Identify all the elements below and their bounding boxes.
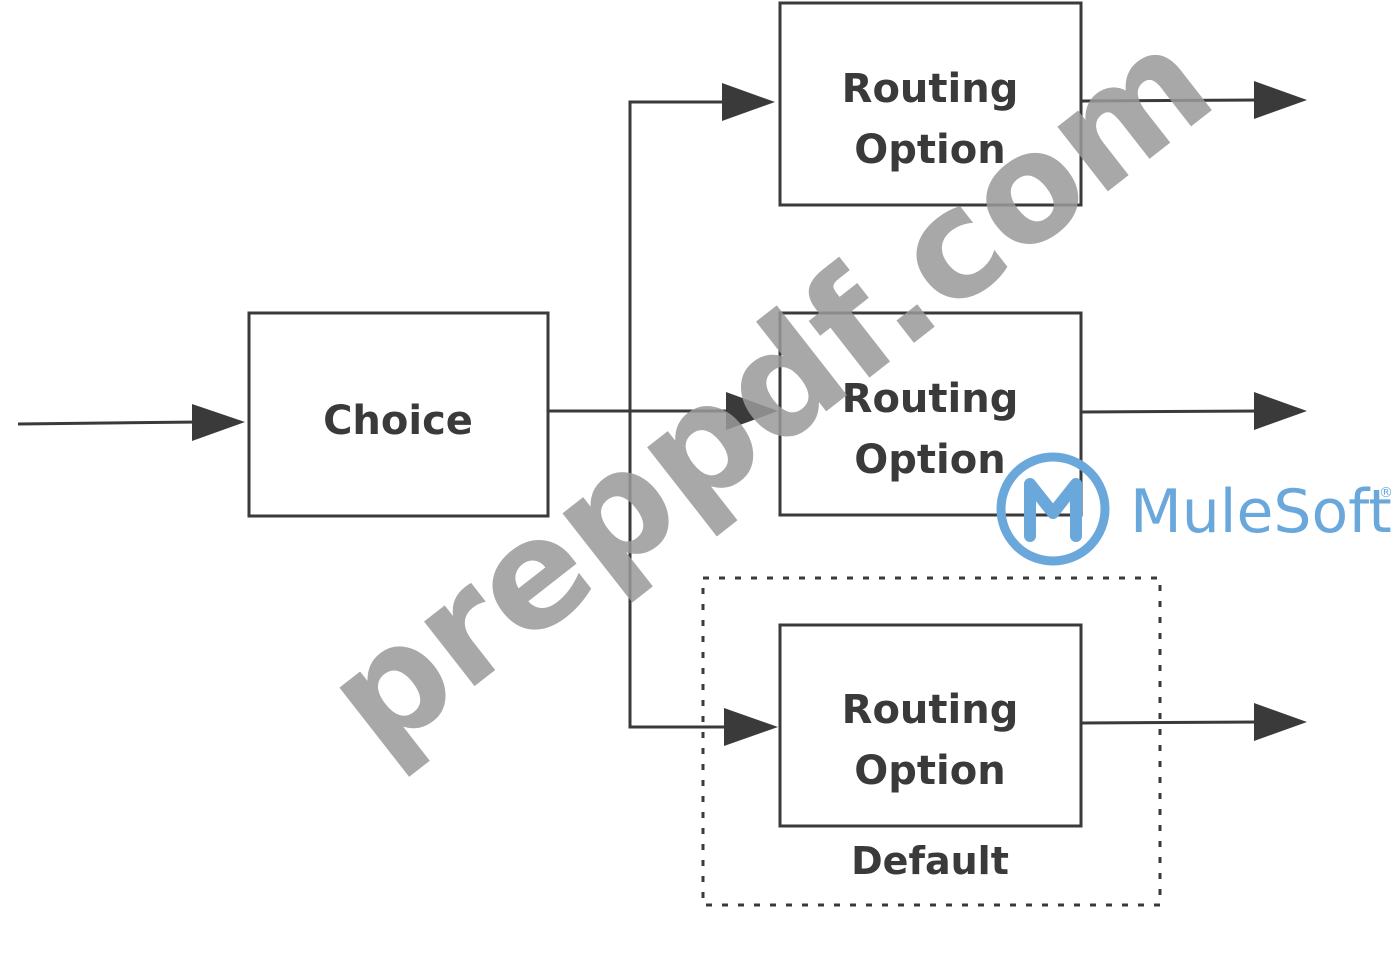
route-2-label-line1: Routing [842, 376, 1019, 422]
route-1-label-line2: Option [854, 127, 1005, 173]
route-3-label-line2: Option [854, 748, 1005, 794]
route-1-out-arrowhead [1254, 81, 1307, 119]
branch-bus [628, 100, 732, 729]
mulesoft-registered-mark: ® [1379, 485, 1393, 501]
mulesoft-logo: MuleSoft ® [996, 452, 1393, 566]
default-group-label: Default [851, 839, 1009, 883]
mulesoft-logo-ring [996, 452, 1110, 566]
incoming-edge [17, 420, 201, 426]
route-3-in-arrowhead [724, 708, 778, 746]
route-3-out-edge [1081, 720, 1261, 725]
route-1-label-line1: Routing [842, 66, 1019, 112]
route-2-label-line2: Option [854, 437, 1005, 483]
choice-label: Choice [323, 398, 473, 444]
mulesoft-m-icon [1024, 478, 1082, 542]
route-2-in-arrowhead [726, 392, 778, 430]
route-3-node [778, 623, 1083, 828]
route-3-label-line1: Routing [842, 687, 1019, 733]
route-2-out-arrowhead [1254, 392, 1307, 430]
incoming-arrowhead [192, 404, 245, 441]
route-1-out-edge [1081, 98, 1261, 103]
default-group-frame [701, 576, 1162, 907]
route-3-out-arrowhead [1254, 703, 1307, 741]
route-1-in-arrowhead [722, 83, 775, 121]
mulesoft-wordmark: MuleSoft [1130, 477, 1392, 547]
route-2-out-edge [1081, 409, 1261, 414]
route-1-node [778, 1, 1083, 207]
choice-node [247, 311, 550, 518]
